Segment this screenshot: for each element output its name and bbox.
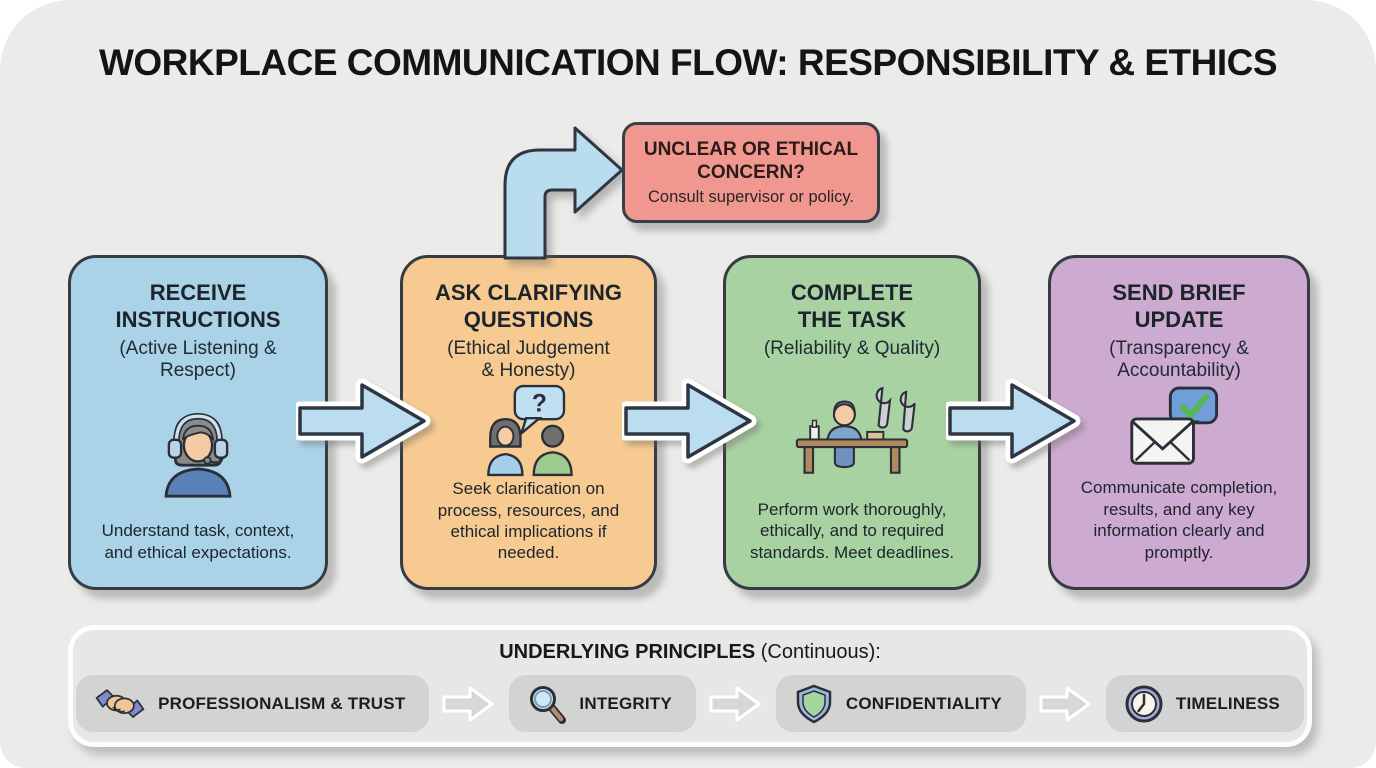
mail-check-icon [1126, 383, 1232, 477]
principle-timeliness: TIMELINESS [1105, 675, 1304, 732]
alert-title: UNCLEAR OR ETHICAL CONCERN? [643, 138, 859, 183]
principles-heading: UNDERLYING PRINCIPLES (Continuous): [73, 641, 1307, 664]
magnifier-icon [530, 685, 567, 724]
shield-icon [796, 684, 832, 723]
step-title: COMPLETE THE TASK [790, 280, 914, 332]
principles-arrow-icon [442, 686, 494, 721]
step-description: Perform work thoroughly, ethically, and … [749, 499, 955, 562]
alert-box: UNCLEAR OR ETHICAL CONCERN? Consult supe… [622, 122, 880, 223]
step-subtitle: (Active Listening & Respect) [119, 337, 277, 382]
principle-label: PROFESSIONALISM & TRUST [158, 693, 406, 713]
principles-row: PROFESSIONALISM & TRUST INTEGRITY [73, 675, 1307, 732]
principles-bar: UNDERLYING PRINCIPLES (Continuous): PROF… [68, 625, 1312, 747]
principle-label: INTEGRITY [579, 693, 672, 713]
flow-arrow-2 [622, 378, 757, 464]
worker-at-desk-icon [776, 360, 928, 498]
step-title: ASK CLARIFYING QUESTIONS [435, 280, 622, 332]
step-description: Communicate completion, results, and any… [1080, 478, 1278, 562]
question-mark: ? [531, 391, 546, 418]
principles-arrow-icon [1039, 686, 1091, 721]
step-subtitle: (Ethical Judgement & Honesty) [447, 337, 610, 382]
step-receive-instructions: RECEIVE INSTRUCTIONS (Active Listening &… [68, 255, 328, 590]
principle-confidentiality: CONFIDENTIALITY [775, 675, 1026, 732]
step-subtitle: (Reliability & Quality) [763, 337, 941, 359]
principle-professionalism: PROFESSIONALISM & TRUST [76, 675, 430, 732]
escalation-arrow [503, 126, 624, 260]
headset-agent-icon [151, 383, 245, 520]
principle-label: TIMELINESS [1175, 693, 1280, 713]
flow-arrow-3 [946, 378, 1081, 464]
step-description: Understand task, context, and ethical ex… [101, 521, 295, 562]
handshake-icon [95, 688, 145, 718]
clock-icon [1125, 685, 1163, 722]
step-subtitle: (Transparency & Accountability) [1109, 337, 1249, 382]
flow-arrow-1 [296, 378, 431, 464]
step-description: Seek clarification on process, resources… [437, 479, 620, 563]
step-title: RECEIVE INSTRUCTIONS [115, 280, 281, 332]
step-complete-the-task: COMPLETE THE TASK (Reliability & Quality… [723, 255, 981, 590]
principles-heading-bold: UNDERLYING PRINCIPLES [499, 641, 756, 663]
step-ask-clarifying-questions: ASK CLARIFYING QUESTIONS (Ethical Judgem… [400, 255, 657, 590]
principles-arrow-icon [709, 686, 761, 721]
principle-integrity: INTEGRITY [509, 675, 696, 732]
principle-label: CONFIDENTIALITY [845, 693, 1002, 713]
conversation-question-icon: ? [477, 383, 581, 478]
step-send-brief-update: SEND BRIEF UPDATE (Transparency & Accoun… [1048, 255, 1310, 590]
alert-subtitle: Consult supervisor or policy. [647, 188, 855, 207]
step-title: SEND BRIEF UPDATE [1112, 280, 1246, 332]
page-title: WORKPLACE COMMUNICATION FLOW: RESPONSIBI… [98, 42, 1278, 83]
principles-heading-rest: (Continuous): [755, 641, 881, 663]
